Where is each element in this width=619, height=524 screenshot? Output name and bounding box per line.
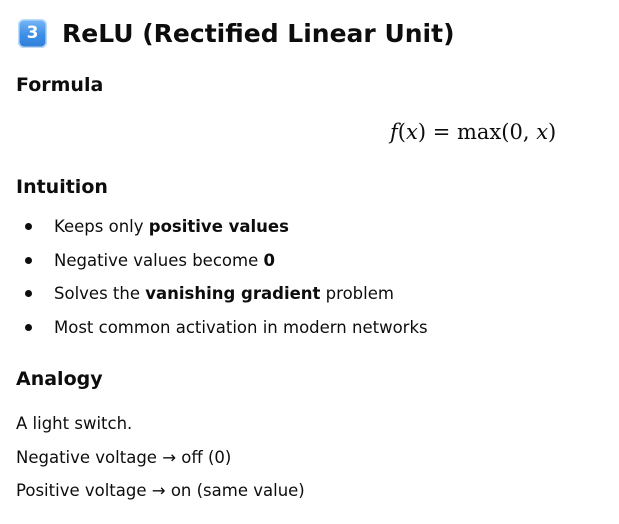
formula-variable: x [405, 120, 418, 144]
list-item: Most common activation in modern network… [0, 316, 600, 340]
formula-variable-2: x [536, 120, 549, 144]
list-item-text-bold: positive values [148, 217, 289, 236]
formula-max: max [456, 120, 502, 144]
formula-paren-close-2: ) [548, 120, 557, 144]
list-item-text-plain: Solves the [54, 284, 146, 303]
formula-paren-open: ( [397, 120, 406, 144]
list-item-text-plain: problem [320, 284, 394, 303]
list-item-text: Solves the vanishing gradient problem [54, 282, 394, 306]
bullet-dot-icon [25, 290, 32, 297]
list-item-text: Negative values become 0 [54, 249, 275, 273]
bullet-dot-icon [25, 257, 32, 264]
list-item-text-plain: Keeps only [54, 217, 149, 236]
formula-function-name: f [390, 120, 398, 144]
keycap-number: 3 [26, 23, 39, 43]
list-item-text: Most common activation in modern network… [54, 316, 428, 340]
bullet-dot-icon [25, 223, 32, 230]
page-title: ReLU (Rectified Linear Unit) [62, 18, 455, 48]
intuition-heading: Intuition [16, 176, 108, 198]
list-item: Negative values become 0 [0, 249, 600, 273]
keycap-number-icon: 3 [18, 18, 47, 48]
list-item: Solves the vanishing gradient problem [0, 282, 600, 306]
list-item-text-bold: 0 [263, 251, 275, 270]
relu-formula: f(x) = max(0, x) [390, 120, 556, 144]
section-title-row: 3 ReLU (Rectified Linear Unit) [18, 14, 455, 52]
list-item: Keeps only positive values [0, 215, 600, 239]
bullet-dot-icon [25, 324, 32, 331]
list-item-text: Keeps only positive values [54, 215, 289, 239]
formula-paren-open-2: ( [501, 120, 510, 144]
formula-equals: = [426, 120, 457, 144]
list-item-text-plain: Negative values become [54, 251, 264, 270]
formula-zero: 0 [509, 120, 523, 144]
formula-heading: Formula [16, 74, 104, 96]
formula-comma: , [522, 120, 537, 144]
list-item-text-plain: Most common activation in modern network… [54, 318, 428, 337]
analogy-heading: Analogy [16, 368, 103, 390]
analogy-line: Negative voltage → off (0) [16, 448, 232, 467]
analogy-line: A light switch. [16, 414, 133, 433]
list-item-text-bold: vanishing gradient [145, 284, 321, 303]
formula-paren-close: ) [417, 120, 427, 144]
analogy-line: Positive voltage → on (same value) [16, 481, 305, 500]
